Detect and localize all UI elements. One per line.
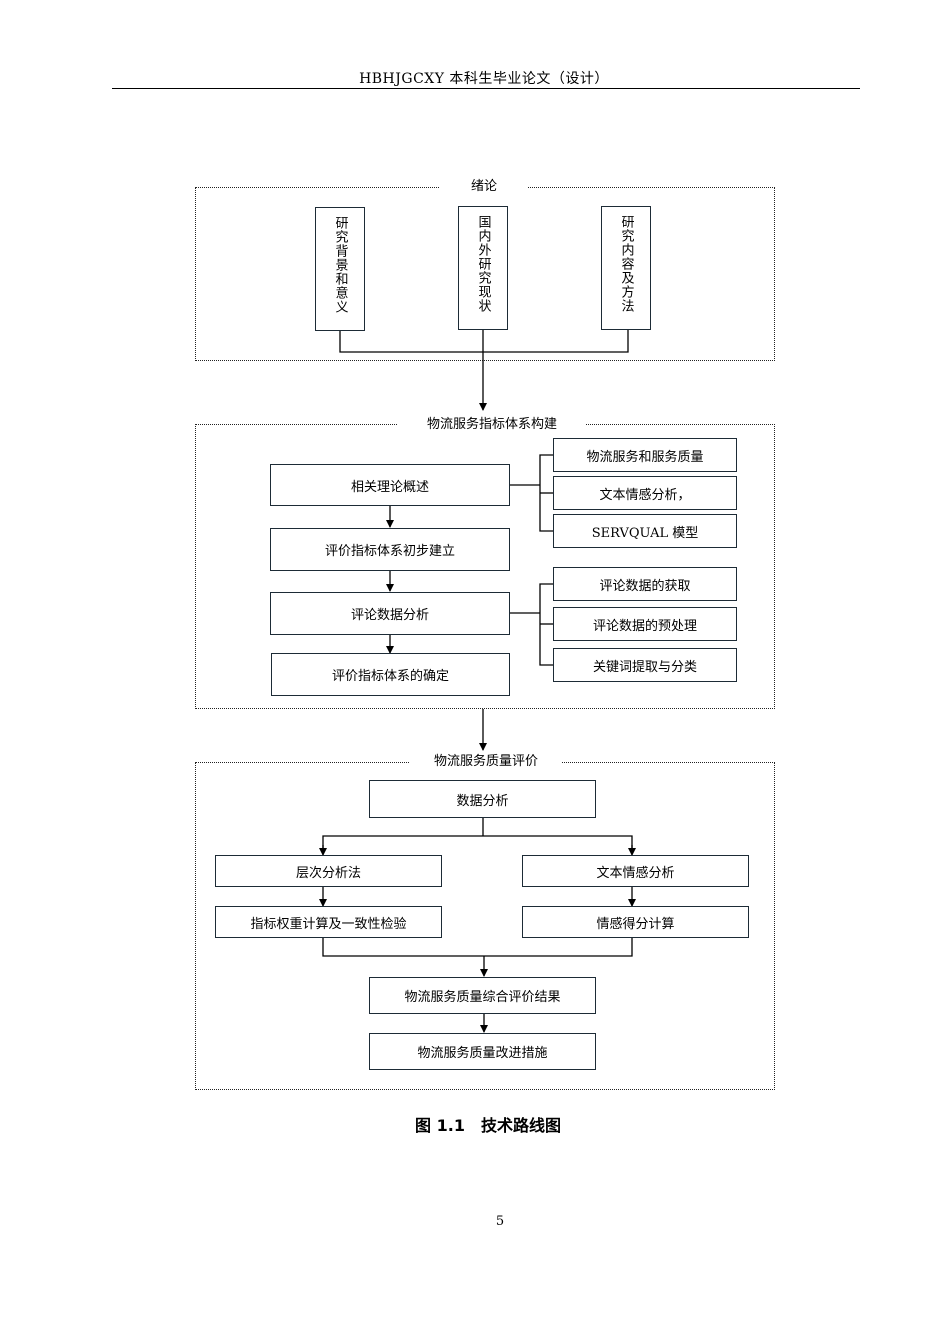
- research-status-box: 国内外研究现状: [458, 206, 508, 330]
- research-content-box: 研究内容及方法: [601, 206, 651, 330]
- review-data-preprocessing-box: 评论数据的预处理: [553, 607, 737, 641]
- research-background-label: 研究背景和意义: [332, 216, 348, 314]
- research-content-label: 研究内容及方法: [618, 215, 634, 313]
- review-data-analysis-box: 评论数据分析: [270, 592, 510, 635]
- theory-overview-box: 相关理论概述: [270, 464, 510, 506]
- section-introduction-title: 绪论: [440, 179, 528, 195]
- figure-caption: 图 1.1 技术路线图: [0, 1112, 950, 1136]
- text-sentiment-analysis-box: 文本情感分析: [522, 855, 749, 887]
- improvement-measures-box: 物流服务质量改进措施: [369, 1033, 596, 1070]
- running-header: HBHJGCXY 本科生毕业论文（设计）: [359, 71, 609, 87]
- keyword-extraction-box: 关键词提取与分类: [553, 648, 737, 682]
- logistics-service-quality-box: 物流服务和服务质量: [553, 438, 737, 472]
- header-rule: [112, 88, 860, 89]
- research-status-label: 国内外研究现状: [475, 215, 491, 313]
- weight-consistency-box: 指标权重计算及一致性检验: [215, 906, 442, 938]
- index-system-confirm-box: 评价指标体系的确定: [271, 653, 510, 696]
- servqual-box: SERVQUAL 模型: [553, 514, 737, 548]
- section-index-system-title: 物流服务指标体系构建: [398, 417, 586, 433]
- page-number: 5: [495, 1214, 505, 1229]
- overall-evaluation-result-box: 物流服务质量综合评价结果: [369, 977, 596, 1014]
- review-data-acquisition-box: 评论数据的获取: [553, 567, 737, 601]
- intro-bracket-line: [339, 330, 629, 353]
- sentiment-score-box: 情感得分计算: [522, 906, 749, 938]
- research-background-box: 研究背景和意义: [315, 207, 365, 331]
- section-evaluation-title: 物流服务质量评价: [410, 754, 562, 770]
- initial-index-system-box: 评价指标体系初步建立: [270, 528, 510, 571]
- text-sentiment-box: 文本情感分析，: [553, 476, 737, 510]
- ahp-box: 层次分析法: [215, 855, 442, 887]
- figure-title: 技术路线图: [480, 1116, 561, 1135]
- figure-number: 图 1.1: [415, 1116, 465, 1135]
- data-analysis-box: 数据分析: [369, 780, 596, 818]
